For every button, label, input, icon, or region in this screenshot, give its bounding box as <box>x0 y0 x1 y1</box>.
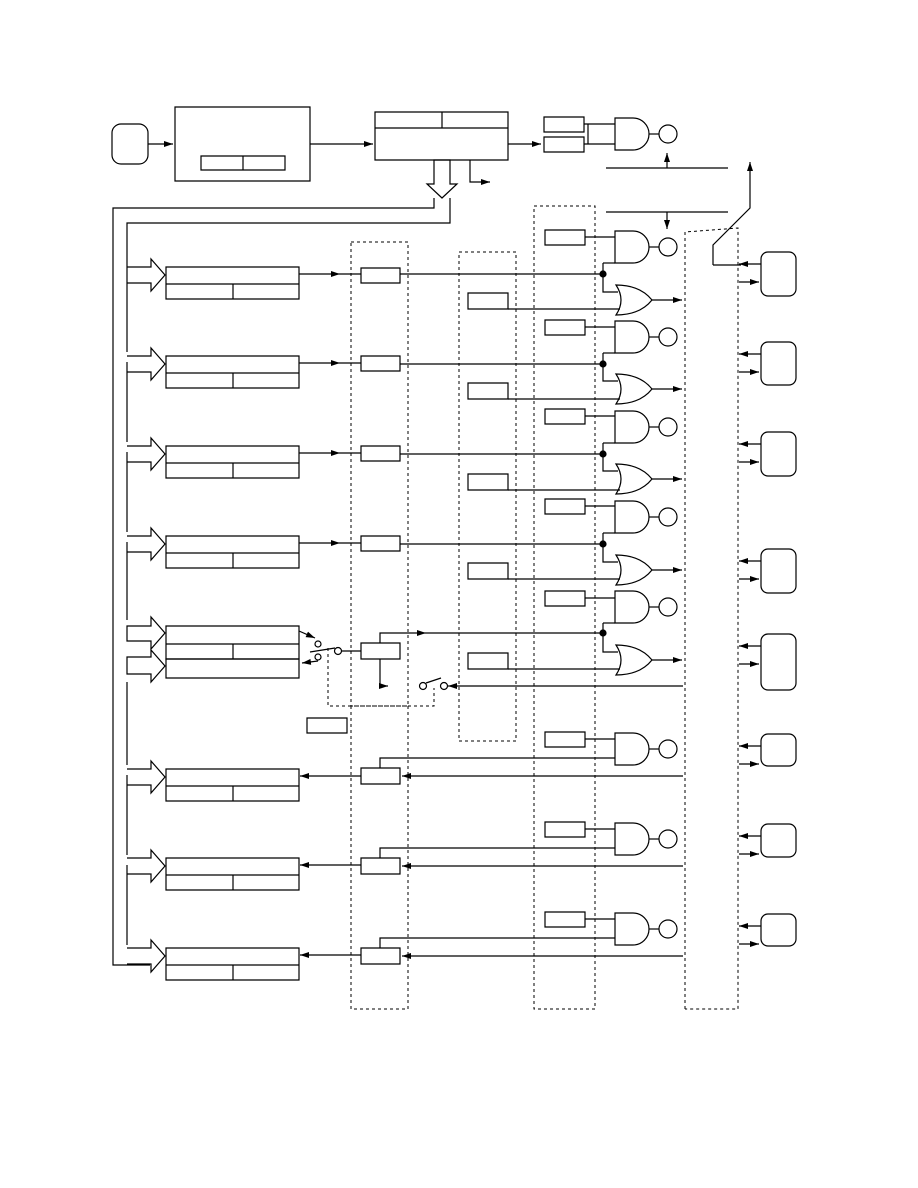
interface-latch <box>361 768 400 784</box>
comparator-latch <box>468 474 508 490</box>
lamp-icon <box>659 125 677 143</box>
or-gate-icon <box>616 285 652 315</box>
interface-group-outline <box>351 242 408 706</box>
interface-latch <box>361 356 400 371</box>
lamp-icon <box>659 508 677 526</box>
bus-arrow-icon <box>127 940 165 972</box>
interface-lower-outline <box>351 706 408 1009</box>
or-gate-icon <box>616 555 652 585</box>
or-gate-icon <box>616 464 652 494</box>
bus-arrow-icon <box>127 438 165 470</box>
gate-latch <box>545 320 585 335</box>
bus-arrow-icon <box>127 259 165 291</box>
and-gate-icon <box>615 231 649 263</box>
lamp-icon <box>659 598 677 616</box>
interface-latch <box>361 536 400 551</box>
bus-arrow-icon <box>127 650 165 682</box>
switch-contact-icon <box>420 683 427 690</box>
bus-arrow-icon <box>127 528 165 560</box>
and-gate-icon <box>615 501 649 533</box>
gate-latch <box>545 499 585 514</box>
lamp-icon <box>659 830 677 848</box>
lamp-icon <box>659 328 677 346</box>
controller-aux-output <box>470 160 490 185</box>
return-bus-riser <box>713 162 753 265</box>
main-bus-outer <box>113 198 434 965</box>
comparator-latch <box>468 293 508 309</box>
comparator-latch <box>468 383 508 399</box>
field-terminal <box>761 549 796 593</box>
or-gate-icon <box>616 374 652 404</box>
gate-latch <box>545 912 585 927</box>
spare-latch <box>307 718 347 733</box>
top-latch-a <box>544 117 584 132</box>
and-gate-icon <box>615 591 649 623</box>
switch-block-lower <box>166 659 299 678</box>
lamp-icon <box>659 740 677 758</box>
lamp-icon <box>659 238 677 256</box>
switch-contact-icon <box>315 641 321 647</box>
bus-arrow-icon <box>127 348 165 380</box>
and-gate-icon <box>615 411 649 443</box>
gate-latch <box>545 230 585 245</box>
output-group-outline <box>685 228 738 1009</box>
lamp-icon <box>659 920 677 938</box>
and-gate-icon <box>615 733 649 765</box>
bus-arrow-icon <box>127 850 165 882</box>
source-terminal <box>112 124 148 164</box>
top-latch-b <box>544 137 584 152</box>
switch-group-outline <box>328 648 434 706</box>
interface-latch <box>361 268 400 283</box>
field-terminal <box>761 342 796 385</box>
comparator-group-outline <box>459 252 516 741</box>
gate-latch <box>545 591 585 606</box>
switch-contact-icon <box>335 648 342 655</box>
switch-contact-icon <box>315 654 321 660</box>
switch-icon <box>426 678 441 683</box>
gate-latch <box>545 822 585 837</box>
field-terminal <box>761 432 796 476</box>
field-terminal <box>761 824 796 857</box>
gate-latch <box>545 409 585 424</box>
field-terminal <box>761 252 796 296</box>
field-terminal <box>761 734 796 766</box>
field-terminal <box>761 914 796 946</box>
top-and-gate-icon <box>615 118 649 150</box>
or-gate-icon <box>616 645 652 675</box>
and-gate-icon <box>615 823 649 855</box>
gate-latch <box>545 732 585 747</box>
logic-group-outline <box>534 206 595 1009</box>
comparator-latch <box>468 653 508 669</box>
and-gate-icon <box>615 913 649 945</box>
lamp-icon <box>659 418 677 436</box>
field-terminal <box>761 634 796 690</box>
bus-arrow-icon <box>127 617 165 649</box>
interface-latch <box>361 858 400 874</box>
main-bus-inner <box>127 198 450 270</box>
bus-arrow-icon <box>127 761 165 793</box>
and-gate-icon <box>615 321 649 353</box>
interface-latch <box>361 446 400 461</box>
switch-interface-latch <box>361 643 400 659</box>
switch-contact-icon <box>441 683 448 690</box>
comparator-latch <box>468 563 508 579</box>
interface-latch <box>361 948 400 964</box>
bus-arrow-icon <box>427 160 457 198</box>
